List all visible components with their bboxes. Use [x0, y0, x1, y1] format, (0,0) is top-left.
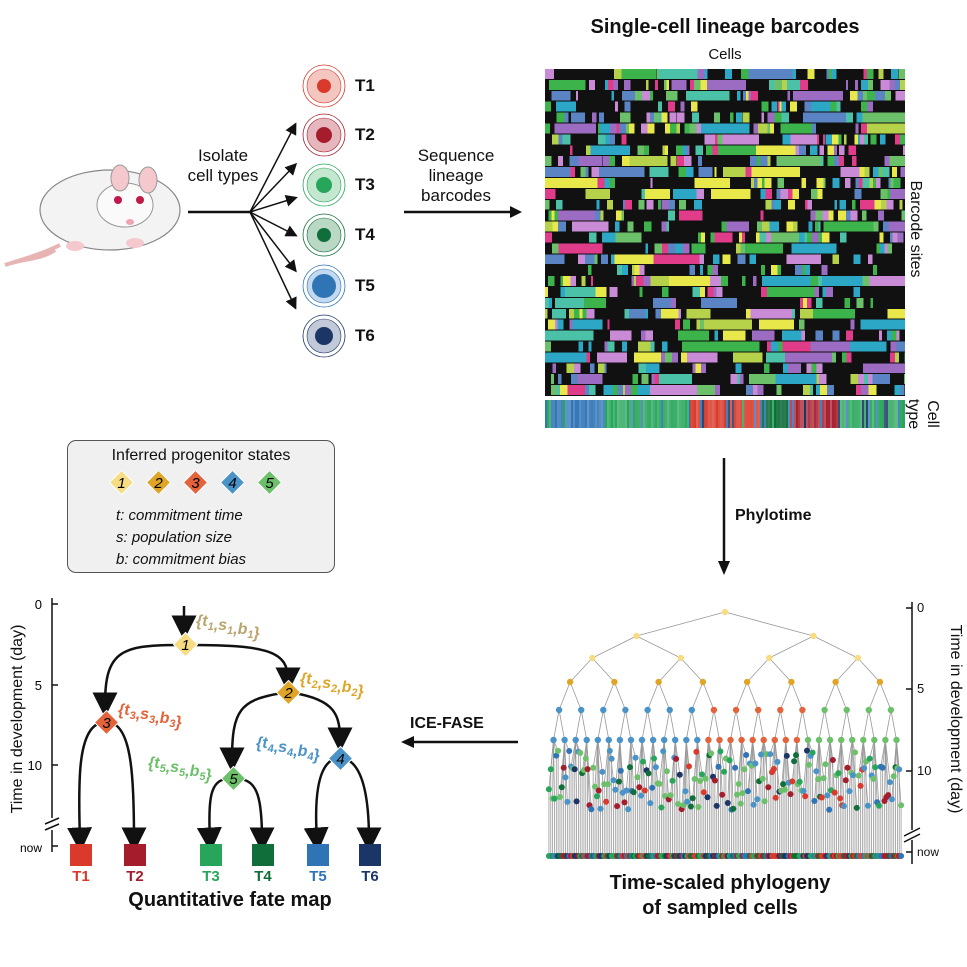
fatemap-label-t1: T1	[72, 868, 90, 885]
sequence-arrow	[404, 206, 522, 218]
fatemap-node-3: 3	[93, 709, 120, 736]
fatemap-title: Quantitative fate map	[128, 889, 332, 911]
svg-text:3: 3	[102, 715, 111, 732]
legend-t-desc: t: commitment time	[116, 507, 243, 524]
cell-type-label-t6: T6	[355, 326, 375, 345]
heatmap-title: Single-cell lineage barcodes	[590, 16, 860, 38]
legend-s-desc: s: population size	[116, 529, 232, 546]
sequence-label-3: barcodes	[421, 186, 491, 205]
phylo-title-1: Time-scaled phylogeny	[609, 872, 831, 894]
legend-state-4-num: 4	[228, 475, 236, 492]
phylotime-label: Phylotime	[735, 507, 812, 524]
legend-state-2-num: 2	[153, 475, 163, 492]
fatemap-node-4: 4	[327, 745, 354, 772]
cell-t6	[302, 314, 346, 358]
cell-type-strip	[545, 400, 905, 428]
phylo-axis-label: Time in development (day)	[947, 624, 964, 814]
phylo-title-2: of sampled cells	[642, 897, 798, 919]
terminal-t5	[307, 844, 329, 866]
terminal-t6	[359, 844, 381, 866]
cell-type-label-t2: T2	[355, 125, 375, 144]
cell-type-label-t3: T3	[355, 175, 375, 194]
svg-text:2: 2	[283, 685, 293, 702]
celltype-label-2: type	[905, 398, 922, 430]
legend-state-3: 3	[182, 471, 209, 496]
fatemap-tick-0: 0	[35, 597, 42, 612]
cell-t3	[302, 163, 346, 207]
fatemap-param-5: {t5,s5,b5}	[148, 755, 212, 784]
terminal-t3	[200, 844, 222, 866]
heatmap-y-label: Barcode sites	[907, 180, 924, 278]
svg-text:4: 4	[336, 751, 344, 768]
isolate-label-1: Isolate	[197, 146, 249, 165]
fatemap-label-t4: T4	[254, 868, 272, 885]
terminal-t1	[70, 844, 92, 866]
cell-type-label-t5: T5	[355, 276, 375, 295]
isolate-label-2: cell types	[187, 166, 259, 185]
phylo-tick-5: 5	[917, 681, 925, 696]
fatemap-param-1: {t1,s1,b1}	[196, 613, 260, 642]
fatemap-now-label: now	[20, 841, 42, 855]
fatemap-param-4: {t4,s4,b4}	[256, 735, 320, 764]
legend-state-4: 4	[219, 471, 246, 496]
fatemap-label-t2: T2	[126, 868, 144, 885]
progenitor-legend: Inferred progenitor states 1 2 3 4 5 t: …	[67, 440, 335, 573]
celltype-label-1: Cell	[924, 400, 941, 428]
phylo-now-label: now	[917, 845, 940, 859]
sequence-label-1: Sequence	[417, 146, 495, 165]
cell-type-label-t4: T4	[355, 225, 375, 244]
legend-state-5: 5	[256, 471, 283, 496]
fate-map: 0 5 10 now 1 2 3 4 5 {t1,s1,b1} {t2,s2,b…	[20, 597, 382, 866]
cell-t4	[302, 213, 346, 257]
phylotime-arrow	[718, 458, 730, 575]
terminal-t2	[124, 844, 146, 866]
fatemap-node-1: 1	[172, 631, 199, 658]
phylo-tick-10: 10	[917, 763, 932, 778]
fatemap-param-3: {t3,s3,b3}	[118, 702, 182, 731]
legend-b-desc: b: commitment bias	[116, 551, 247, 568]
fatemap-label-t6: T6	[361, 868, 379, 885]
fatemap-node-2: 2	[275, 679, 302, 706]
cell-type-label-t1: T1	[355, 76, 375, 95]
legend-state-5-num: 5	[265, 475, 274, 492]
legend-title: Inferred progenitor states	[111, 447, 291, 464]
phylogeny-tree	[545, 608, 905, 859]
cell-t2	[302, 113, 346, 157]
phylogeny-axis	[903, 602, 921, 864]
icefase-arrow	[401, 736, 518, 748]
cell-type-cells	[302, 64, 346, 358]
legend-state-2: 2	[145, 471, 172, 496]
sequence-label-2: lineage	[428, 166, 484, 185]
fatemap-param-2: {t2,s2,b2}	[300, 671, 364, 700]
heatmap-x-label: Cells	[708, 46, 742, 63]
cell-t1	[302, 64, 346, 108]
isolate-arrows	[188, 122, 298, 310]
fatemap-label-t5: T5	[309, 868, 327, 885]
terminal-t4	[252, 844, 274, 866]
fatemap-label-t3: T3	[202, 868, 220, 885]
icefase-label: ICE-FASE	[410, 715, 484, 732]
svg-text:1: 1	[181, 637, 189, 654]
phylo-tick-0: 0	[917, 600, 925, 615]
legend-diamonds: 1 2 3 4 5	[108, 471, 283, 496]
legend-state-3-num: 3	[191, 475, 200, 492]
fatemap-node-5: 5	[220, 765, 247, 792]
mouse-illustration	[4, 164, 181, 267]
barcode-heatmap	[545, 69, 905, 396]
fatemap-tick-10: 10	[28, 758, 42, 773]
legend-state-1: 1	[108, 471, 135, 496]
legend-state-1-num: 1	[117, 475, 125, 492]
fatemap-tick-5: 5	[35, 678, 42, 693]
svg-text:5: 5	[229, 771, 238, 788]
cell-t5	[302, 264, 346, 308]
